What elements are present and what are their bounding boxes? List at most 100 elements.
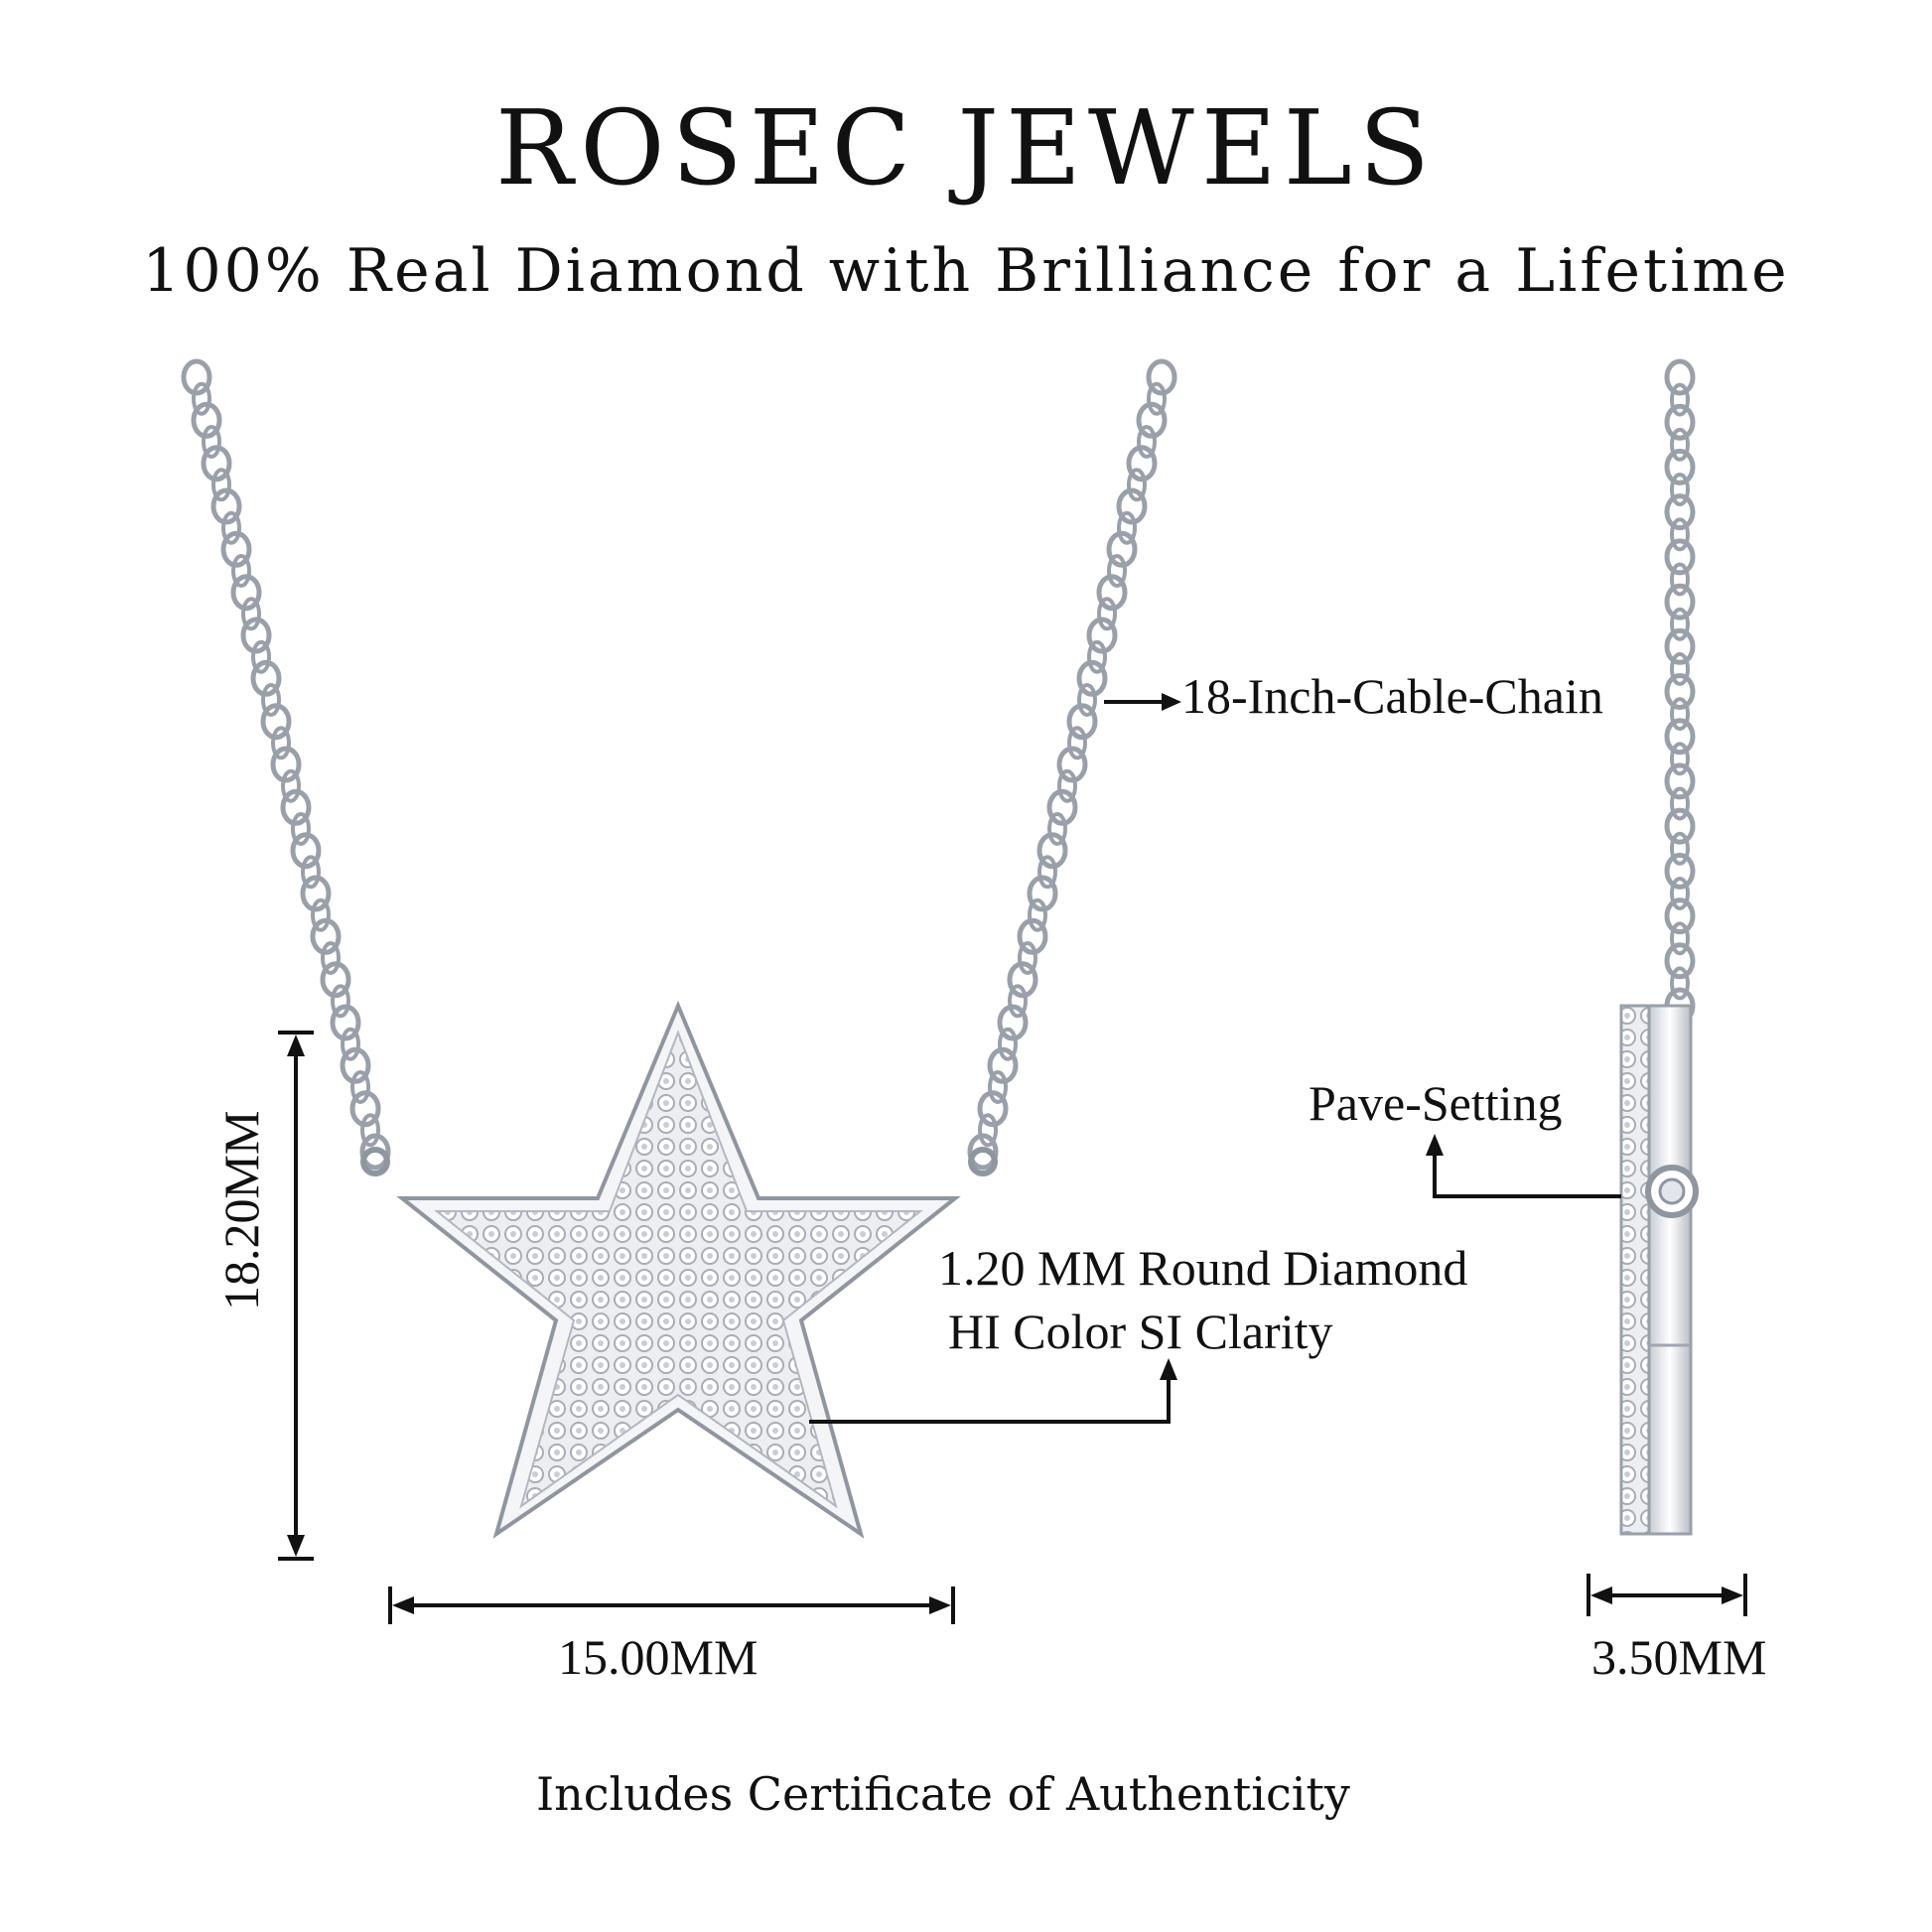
- chain-link: [1664, 403, 1696, 441]
- chain-link: [201, 445, 232, 483]
- chain-side-view: [1664, 358, 1696, 1025]
- setting-label: Pave-Setting: [1309, 1075, 1563, 1131]
- chain-link: [1036, 832, 1068, 870]
- chain-link: [1028, 897, 1047, 932]
- chain-link: [1664, 718, 1696, 756]
- chain-link: [1107, 554, 1127, 588]
- chain-link: [310, 917, 342, 955]
- chain-link: [192, 381, 211, 416]
- chain-link: [1146, 358, 1177, 396]
- chain-link: [300, 875, 332, 912]
- chain-link: [349, 1090, 381, 1128]
- chain-right: [967, 358, 1177, 1171]
- chain-link: [997, 1004, 1029, 1041]
- chain-link: [1017, 917, 1048, 955]
- chain-link: [1077, 683, 1097, 717]
- chain-link: [967, 1133, 999, 1171]
- certificate-note: Includes Certificate of Authenticity: [536, 1767, 1350, 1821]
- chain-link: [270, 746, 302, 783]
- height-dimension-line: [278, 1031, 314, 1561]
- chain-link: [230, 574, 262, 612]
- chain-link: [240, 617, 272, 654]
- chain-link: [250, 659, 282, 697]
- chain-link: [1664, 762, 1696, 800]
- chain-link: [1127, 468, 1147, 502]
- chain-link: [1670, 562, 1690, 597]
- chain-link: [1670, 831, 1690, 866]
- chain-link: [1670, 966, 1690, 1001]
- chain-link: [1664, 852, 1696, 890]
- chain-link: [1087, 639, 1107, 674]
- chain-link: [330, 1004, 361, 1041]
- diamond-callout-arrow: [809, 1358, 1177, 1424]
- chain-link: [1670, 382, 1690, 417]
- chain-link: [978, 1113, 998, 1148]
- chain-link: [311, 897, 331, 932]
- chain-callout-arrow: [1104, 693, 1181, 711]
- chain-link: [1116, 487, 1148, 525]
- chain-link: [220, 530, 252, 568]
- chain-link: [1096, 574, 1128, 612]
- chain-link: [1664, 807, 1696, 845]
- chain-link: [1046, 788, 1078, 826]
- setting-callout-arrow: [1426, 1134, 1621, 1198]
- chain-link: [1018, 941, 1037, 975]
- chain-link: [1664, 493, 1696, 531]
- chain-link: [1147, 381, 1167, 416]
- chain-link: [1076, 659, 1108, 697]
- chain-link: [1670, 786, 1690, 821]
- chain-link: [301, 855, 321, 890]
- chain-link: [1670, 651, 1690, 686]
- chain-link: [1136, 401, 1168, 439]
- chain-link: [360, 1113, 380, 1148]
- chain-link: [1106, 530, 1138, 568]
- brand-title: ROSEC JEWELS: [494, 87, 1438, 208]
- chain-link: [251, 639, 271, 674]
- chain-link: [1664, 627, 1696, 665]
- chain-link: [290, 832, 322, 870]
- depth-dimension-line: [1587, 1574, 1747, 1616]
- width-dimension-line: [388, 1587, 955, 1624]
- chain-link: [1117, 510, 1137, 545]
- chain-link: [181, 358, 212, 396]
- chain-link: [987, 1046, 1019, 1084]
- chain-link: [350, 1070, 370, 1104]
- chain-link: [341, 1027, 360, 1061]
- chain-link: [261, 683, 281, 717]
- chain-link: [331, 984, 350, 1019]
- height-dimension-label: 18.20MM: [213, 1110, 269, 1311]
- chain-link: [280, 788, 312, 826]
- chain-link: [1067, 726, 1087, 760]
- chain-link: [1047, 812, 1067, 846]
- chain-link: [281, 768, 301, 803]
- chain-link: [1664, 583, 1696, 621]
- chain-link: [1664, 897, 1696, 935]
- chain-label: 18-Inch-Cable-Chain: [1181, 668, 1603, 724]
- chain-link: [241, 597, 261, 631]
- chain-link: [1670, 607, 1690, 641]
- chain-link: [1670, 742, 1690, 776]
- chain-link: [211, 468, 231, 502]
- chain-link: [1664, 448, 1696, 485]
- pendant-side-view: [1619, 1004, 1699, 1536]
- chain-link: [1664, 538, 1696, 576]
- chain-link: [291, 812, 311, 846]
- diamond-spec-label: 1.20 MM Round Diamond: [938, 1240, 1468, 1296]
- chain-left: [181, 358, 391, 1171]
- chain-link: [271, 726, 291, 760]
- chain-link: [1057, 768, 1077, 803]
- chain-link: [221, 510, 241, 545]
- chain-link: [1086, 617, 1118, 654]
- tagline: 100% Real Diamond with Brilliance for a …: [142, 236, 1790, 306]
- chain-link: [1664, 673, 1696, 710]
- chain-link: [1066, 703, 1098, 741]
- chain-link: [1670, 697, 1690, 732]
- width-dimension-label: 15.00MM: [558, 1629, 759, 1685]
- chain-link: [1126, 445, 1158, 483]
- chain-link: [260, 703, 292, 741]
- chain-link: [359, 1133, 391, 1171]
- chain-link: [210, 487, 242, 525]
- depth-dimension-label: 3.50MM: [1591, 1629, 1767, 1685]
